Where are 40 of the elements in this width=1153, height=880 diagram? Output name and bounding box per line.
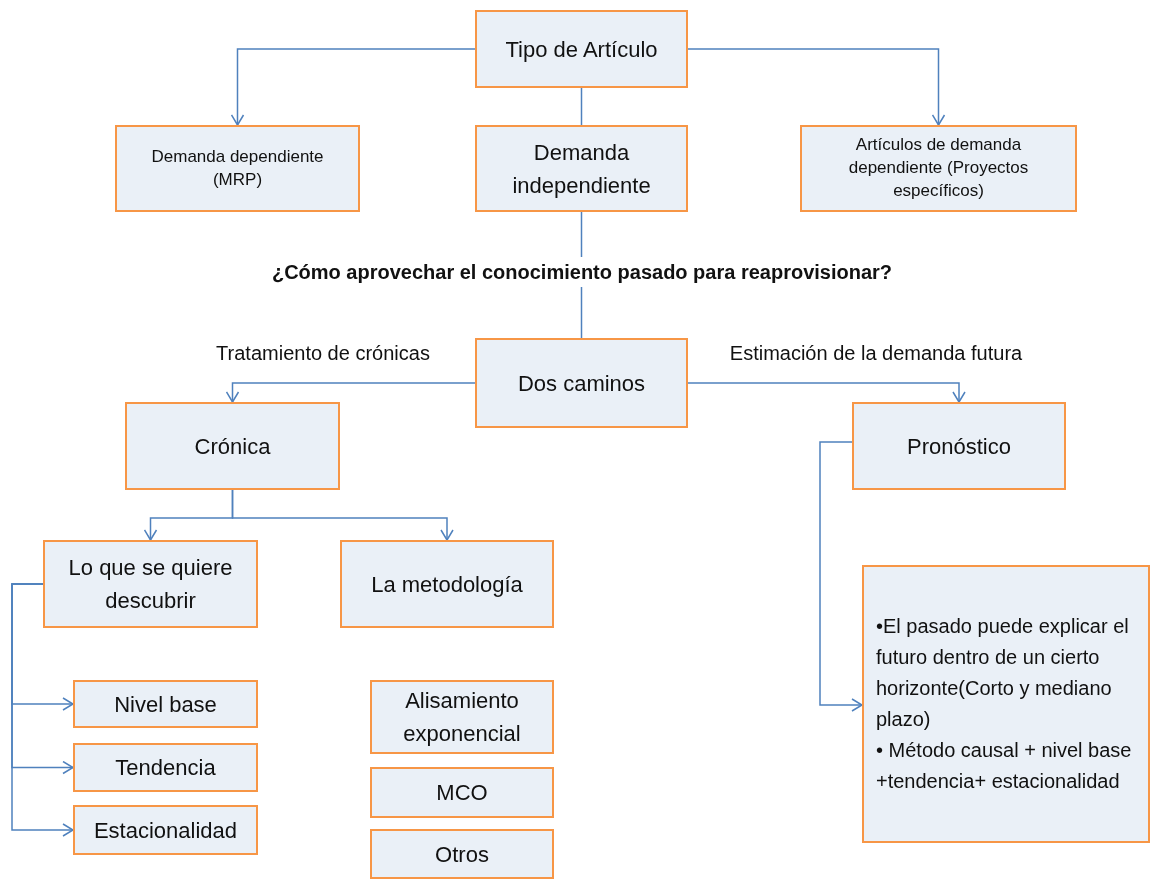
process-box [73,680,258,728]
process-box [475,10,688,88]
box-text: Pronóstico [907,432,1011,461]
process-box [862,565,1150,843]
process-box [475,338,688,428]
process-box [115,125,360,212]
process-box [370,680,554,754]
box-text: Estacionalidad [93,816,238,845]
process-box [370,829,554,879]
box-text: Nivel base [114,690,217,719]
process-box [125,402,340,490]
box-text: Demanda dependiente (MRP) [150,145,325,191]
process-box [370,767,554,818]
box-text: • Método causal + nivel base +tendencia+ estacionalidad [876,738,1133,794]
process-box [800,125,1077,212]
process-box [73,805,258,855]
process-box [43,540,258,628]
box-text: •El pasado puede explicar el futuro dentro de un cierto horizonte(Corto y mediano plazo) [876,614,1130,732]
connector-arrow [225,382,476,403]
connector-arrow [231,489,454,541]
box-text: MCO [436,779,488,807]
box-text: Alisamiento exponencial [402,687,522,748]
box-text: Tipo de Artículo [505,35,658,64]
connector-arrow [11,583,74,837]
box-text: Otros [435,840,489,869]
box-text: Crónica [194,432,271,461]
box-text: La metodología [371,570,523,599]
box-text: Tendencia [115,754,216,782]
box-text: Dos caminos [517,369,646,398]
connector-arrow [819,441,863,712]
connector-arrow [687,48,946,126]
box-text: Lo que se quiere descubrir [67,554,234,615]
connector-arrow [230,48,476,126]
box-text: Demanda independiente [511,138,652,200]
connector-arrow [687,382,966,403]
process-box [475,125,688,212]
process-box [340,540,554,628]
process-box [73,743,258,792]
process-box [852,402,1066,490]
box-text: Artículos de demanda dependiente (Proyectos específicos) [847,134,1030,202]
